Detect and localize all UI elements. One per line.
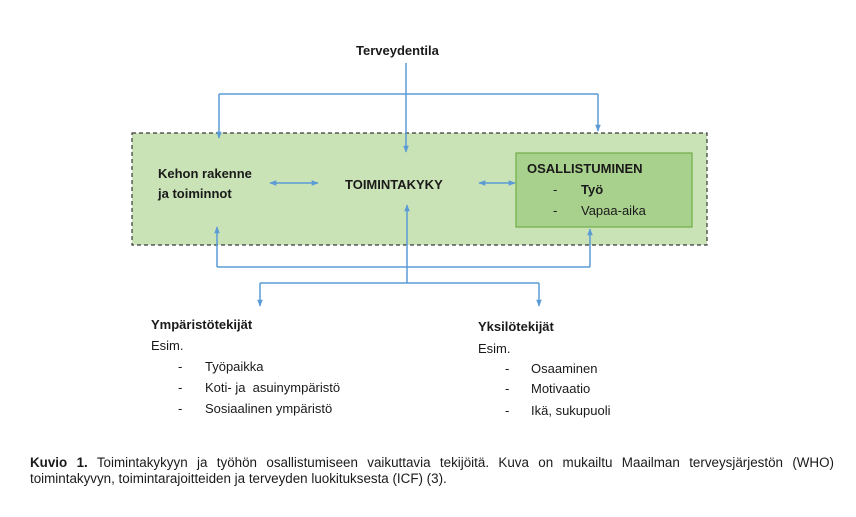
participation-dash-1: -: [553, 182, 558, 197]
personal-item-age-gender: Ikä, sukupuoli: [531, 403, 611, 418]
icf-diagram: [131, 63, 708, 307]
caption-lead: Kuvio 1.: [30, 455, 88, 470]
body-structures-label-line2: ja toiminnot: [158, 186, 232, 201]
body-structures-label-line1: Kehon rakenne: [158, 166, 252, 181]
environment-title: Ympäristötekijät: [151, 317, 253, 332]
participation-item-work: Työ: [581, 182, 604, 197]
environment-dash-1: -: [178, 359, 183, 374]
environment-item-home: Koti- ja asuinympäristö: [205, 380, 341, 395]
caption-text: Toimintakykyyn ja työhön osallistumiseen…: [30, 455, 834, 486]
functioning-label: TOIMINTAKYKY: [345, 177, 443, 192]
personal-dash-2: -: [505, 381, 510, 396]
environment-dash-2: -: [178, 380, 183, 395]
participation-box: [515, 152, 693, 228]
personal-title: Yksilötekijät: [478, 319, 554, 334]
personal-esim: Esim.: [478, 341, 511, 356]
health-condition-label: Terveydentila: [356, 43, 439, 58]
environment-item-social: Sosiaalinen ympäristö: [205, 401, 333, 416]
environment-esim: Esim.: [151, 338, 184, 353]
environment-item-workplace: Työpaikka: [205, 359, 264, 374]
participation-item-leisure: Vapaa-aika: [581, 203, 646, 218]
participation-title: OSALLISTUMINEN: [527, 161, 643, 176]
personal-dash-1: -: [505, 361, 510, 376]
environment-dash-3: -: [178, 401, 183, 416]
participation-dash-2: -: [553, 203, 558, 218]
personal-item-motivation: Motivaatio: [531, 381, 591, 396]
personal-item-skills: Osaaminen: [531, 361, 598, 376]
figure-caption: Kuvio 1. Toimintakykyyn ja työhön osalli…: [30, 455, 834, 487]
personal-dash-3: -: [505, 403, 510, 418]
